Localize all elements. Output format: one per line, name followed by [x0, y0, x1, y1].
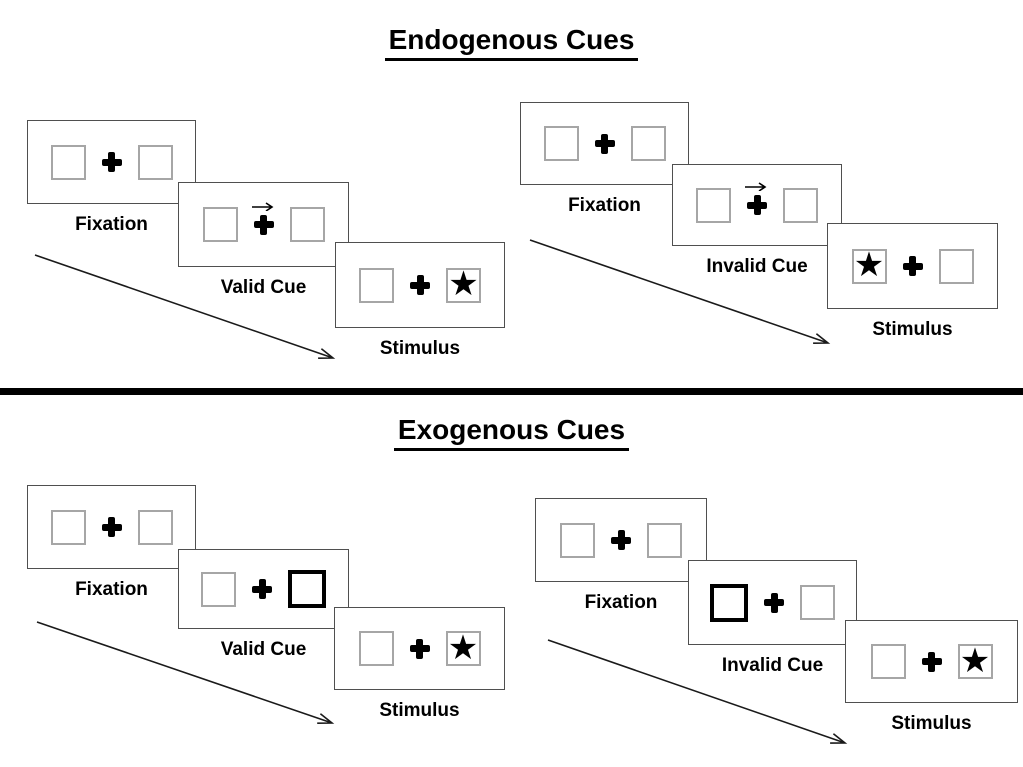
right-placeholder-square [630, 126, 666, 161]
right-placeholder-square [647, 522, 682, 558]
left-placeholder-square [870, 644, 906, 679]
right-placeholder-square [800, 585, 835, 620]
fixation-cross-icon [410, 275, 430, 295]
left-placeholder-square [696, 187, 731, 223]
panel-label-fixation: Fixation [75, 579, 148, 600]
star-icon: ★ [959, 641, 991, 680]
fixation-cross-icon [252, 579, 272, 599]
panel-label-stimulus: Stimulus [872, 319, 953, 340]
star-icon: ★ [447, 628, 479, 667]
panel-label-fixation: Fixation [584, 592, 658, 613]
panel-endogenous-invalid-cue [672, 164, 842, 246]
panel-exogenous-valid-cue [178, 549, 349, 629]
panel-label-stimulus: Stimulus [379, 700, 460, 721]
fixation-cross-icon [101, 517, 122, 537]
section-title-text: Exogenous Cues [393, 414, 630, 451]
sequence-arrow-icon [36, 621, 335, 724]
section-divider [0, 388, 1023, 395]
panel-label-valid-cue: Valid Cue [220, 277, 307, 298]
left-placeholder-square [50, 144, 86, 180]
panel-label-invalid-cue: Invalid Cue [706, 256, 808, 277]
left-placeholder-square [50, 509, 86, 545]
panel-exogenous-invalid-cue [688, 560, 857, 645]
fixation-cross-icon [745, 182, 767, 215]
star-icon: ★ [448, 265, 479, 303]
panel-label-invalid-cue: Invalid Cue [721, 655, 824, 676]
panel-label-fixation: Fixation [568, 195, 641, 216]
panel-exogenous-invalid-stimulus: ★ [845, 620, 1018, 703]
right-placeholder-square [938, 248, 974, 284]
panel-label-valid-cue: Valid Cue [220, 639, 307, 660]
right-placeholder-square [289, 207, 325, 242]
panel-exogenous-invalid-fixation [535, 498, 707, 582]
left-placeholder-square [560, 522, 595, 558]
panel-exogenous-valid-fixation [27, 485, 196, 569]
right-bold-cue-square [288, 570, 326, 608]
panel-endogenous-valid-stimulus: ★ [335, 242, 505, 328]
sequence-arrow-icon [34, 254, 336, 359]
sequence-arrow-icon [547, 639, 848, 744]
fixation-cross-icon [611, 530, 631, 550]
left-placeholder-square [201, 571, 236, 607]
left-placeholder-square [359, 267, 394, 303]
panel-label-stimulus: Stimulus [891, 713, 972, 734]
right-target-square: ★ [446, 265, 481, 303]
panel-exogenous-valid-stimulus: ★ [334, 607, 505, 690]
fixation-cross-icon [902, 256, 923, 276]
right-placeholder-square [137, 144, 173, 180]
left-placeholder-square [358, 631, 394, 666]
sequence-arrow-icon [529, 239, 831, 344]
fixation-cross-icon [764, 592, 784, 613]
section-title-exogenous: Exogenous Cues [0, 414, 1023, 451]
star-icon: ★ [853, 246, 885, 284]
left-placeholder-square [202, 207, 238, 242]
panel-endogenous-invalid-stimulus: ★ [827, 223, 998, 309]
left-target-square: ★ [851, 246, 887, 284]
fixation-cross-icon [594, 133, 615, 154]
panel-endogenous-valid-cue [178, 182, 349, 267]
panel-endogenous-invalid-fixation [520, 102, 689, 185]
right-arrow-cue-icon [251, 201, 273, 211]
section-title-endogenous: Endogenous Cues [0, 24, 1023, 61]
panel-endogenous-valid-fixation [27, 120, 196, 204]
fixation-cross-icon [409, 638, 430, 659]
fixation-cross-icon [921, 651, 942, 672]
right-target-square: ★ [445, 628, 481, 667]
fixation-cross-icon [101, 152, 122, 172]
right-placeholder-square [137, 509, 173, 545]
left-bold-cue-square [710, 583, 748, 622]
panel-label-fixation: Fixation [75, 214, 148, 235]
right-placeholder-square [783, 187, 818, 223]
right-target-square: ★ [957, 641, 993, 680]
section-title-text: Endogenous Cues [384, 24, 639, 61]
right-arrow-cue-icon [745, 182, 767, 191]
panel-label-stimulus: Stimulus [379, 338, 461, 359]
fixation-cross-icon [251, 201, 274, 235]
left-placeholder-square [543, 126, 579, 161]
